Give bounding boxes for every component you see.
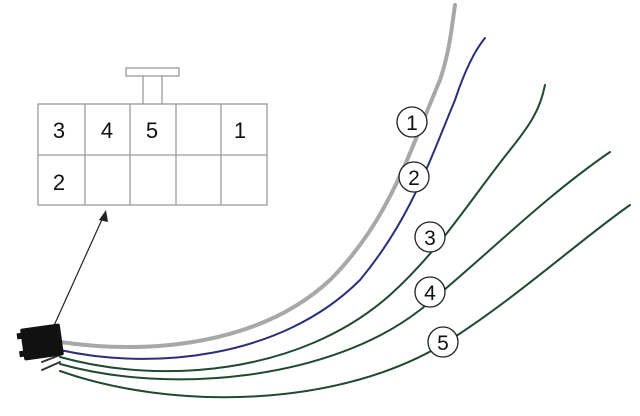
pin-numbers: 3 4 5 1 2 (53, 118, 246, 195)
pin-cell: 3 (53, 118, 65, 143)
wire-label-3: 3 (414, 221, 446, 253)
latch-tab (125, 67, 180, 77)
svg-text:2: 2 (408, 167, 420, 190)
wire-label-1: 1 (396, 106, 428, 138)
wire-1 (58, 3, 457, 349)
wire-4 (59, 151, 611, 381)
svg-text:3: 3 (424, 227, 436, 250)
wire-2 (59, 37, 486, 360)
pointer-arrow (51, 210, 108, 331)
wire-labels: 1 2 3 4 5 (396, 106, 459, 358)
pin-cell: 4 (101, 118, 113, 143)
wire-label-2: 2 (398, 161, 430, 193)
wire-label-4: 4 (414, 276, 446, 308)
pin-cell: 5 (146, 118, 158, 143)
svg-text:5: 5 (437, 332, 449, 355)
connector-pinout-grid (37, 67, 268, 206)
wire-5 (59, 204, 631, 399)
pin-cell: 1 (234, 118, 246, 143)
connector-plug (16, 323, 64, 361)
svg-text:1: 1 (406, 112, 418, 135)
wire-harness (39, 3, 631, 399)
svg-text:4: 4 (424, 282, 436, 305)
pin-cell: 2 (53, 170, 65, 195)
wire-3 (59, 84, 546, 373)
wire-label-5: 5 (427, 326, 459, 358)
